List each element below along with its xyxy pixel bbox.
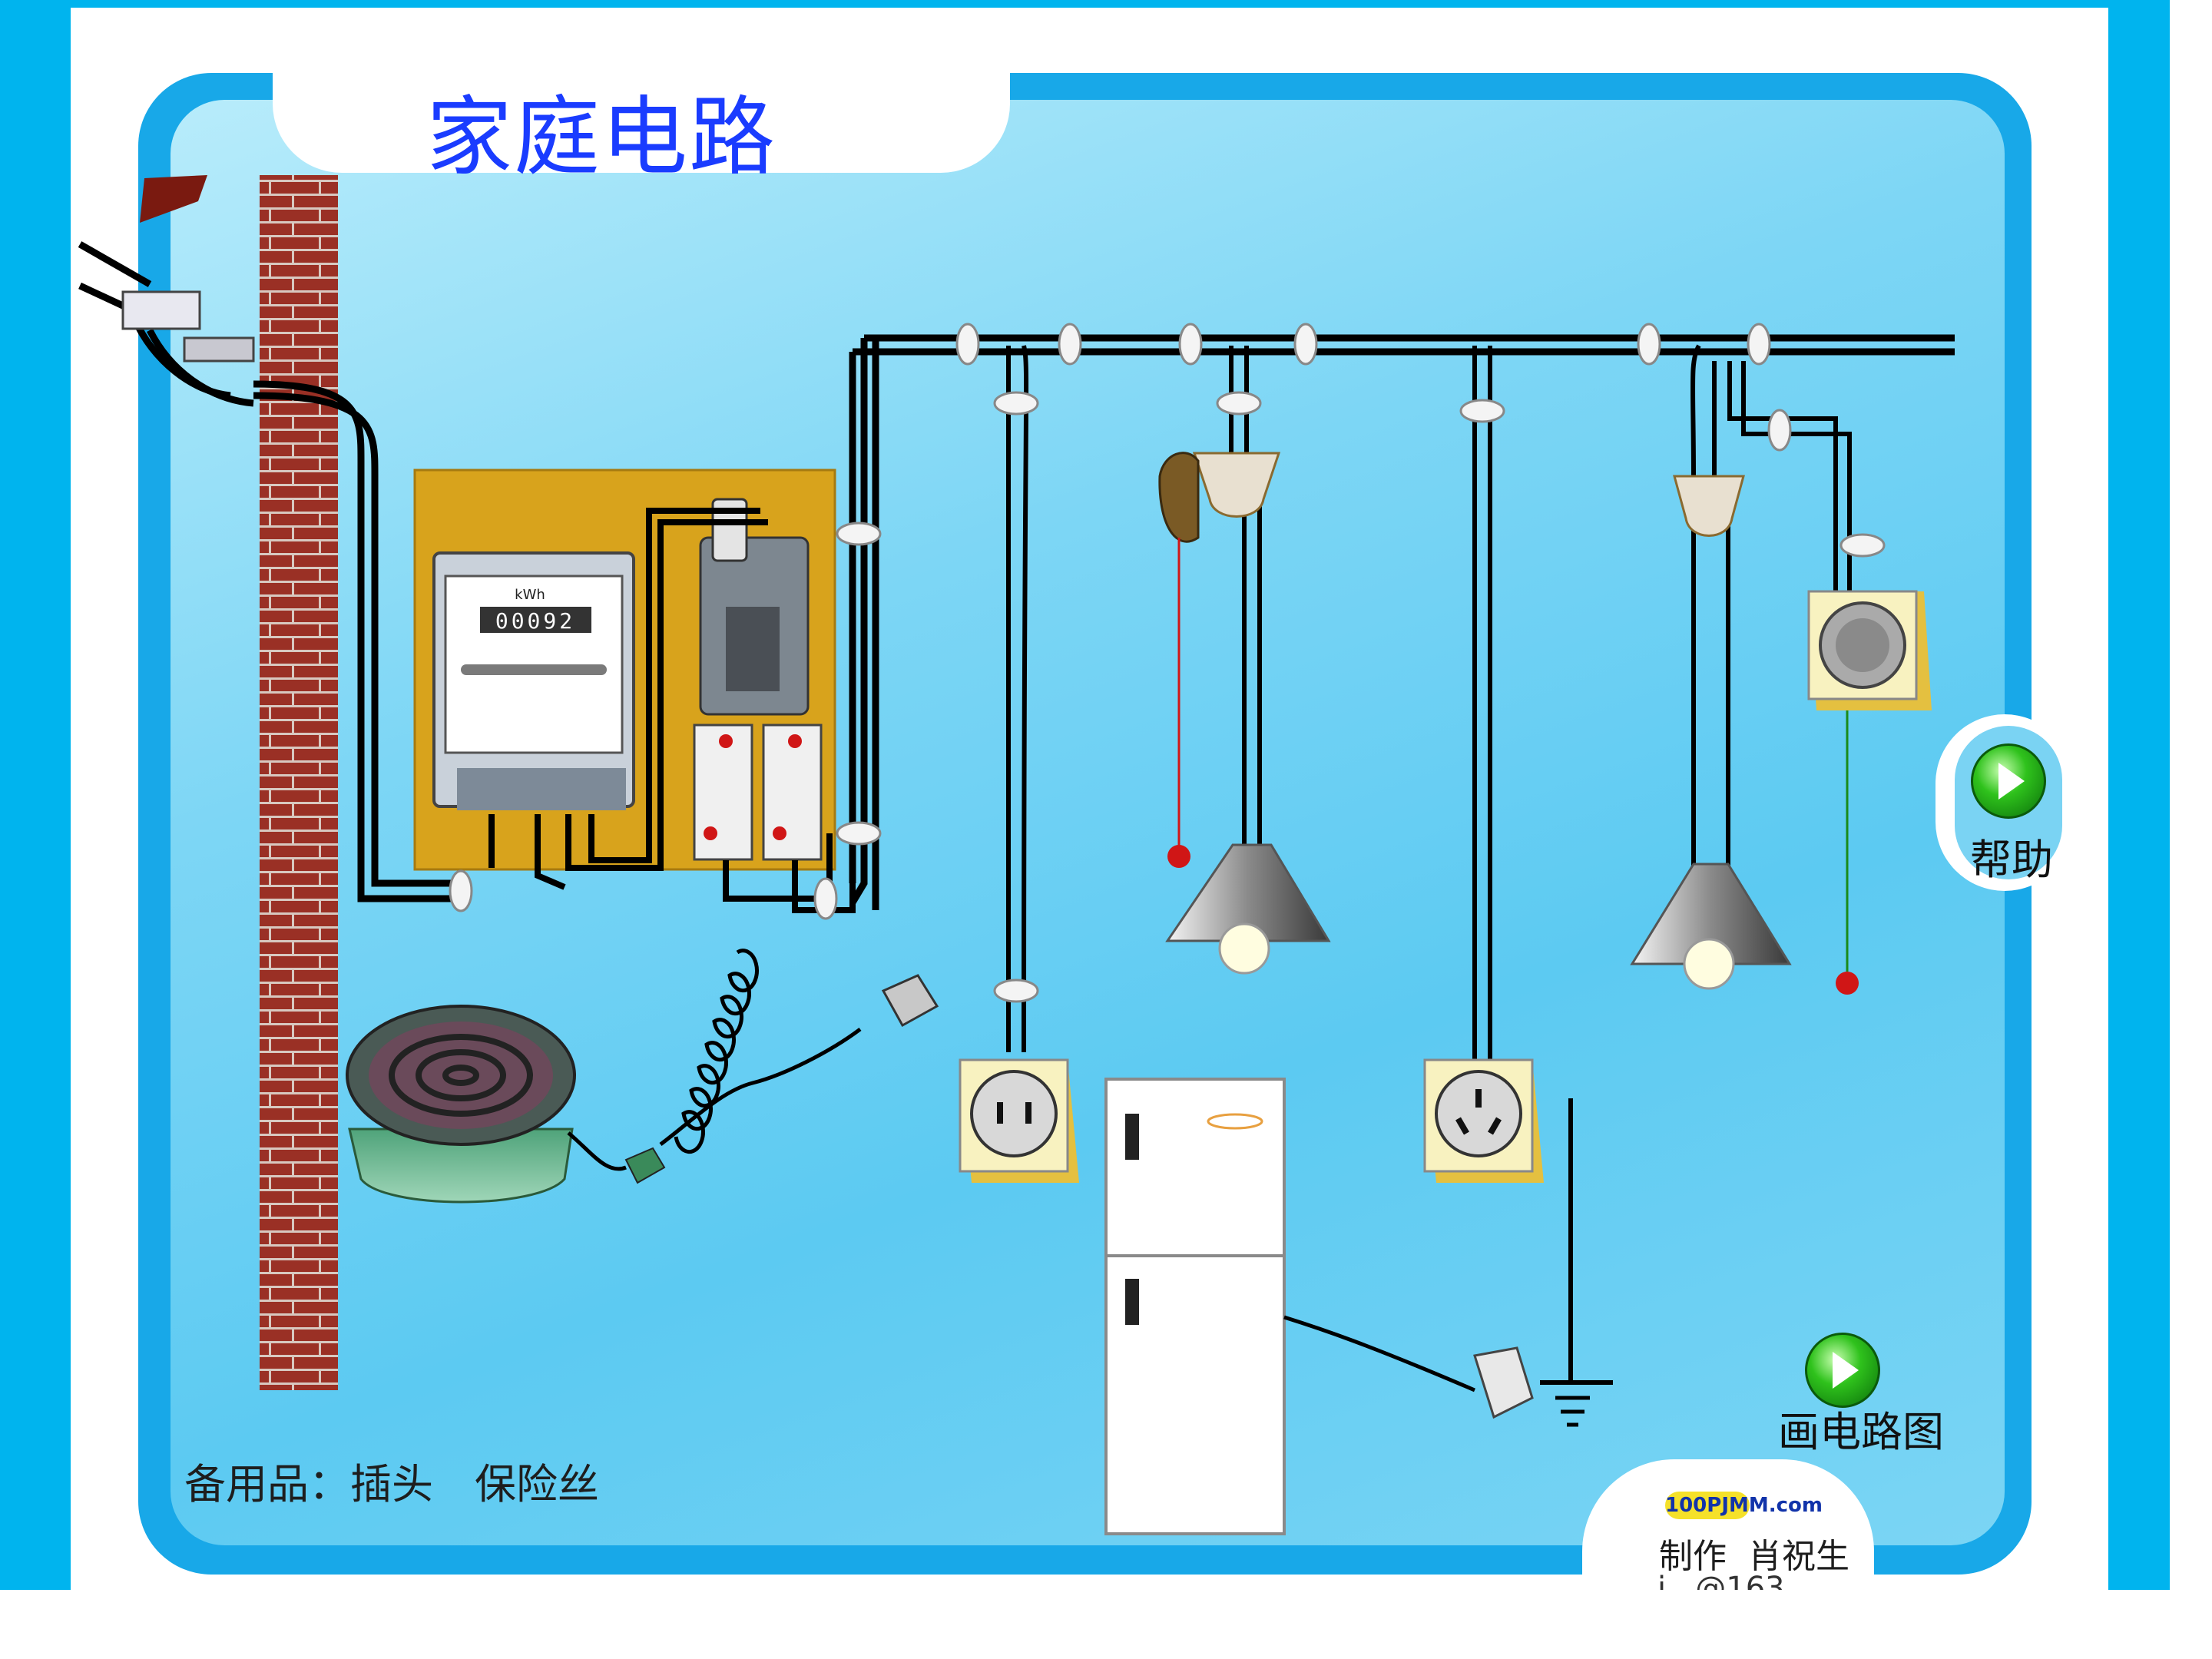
ceiling-switch[interactable] (1807, 590, 1932, 710)
credit-tab (1582, 1459, 1874, 1590)
stove-cord (567, 949, 862, 1171)
pull-knob-right[interactable] (1836, 972, 1859, 995)
play-icon (1833, 1352, 1859, 1389)
title-tab (273, 58, 1010, 173)
meter-reading: 00092 (495, 608, 575, 634)
lamp-shade-left[interactable] (1165, 843, 1331, 975)
page-title: 家庭电路 (426, 88, 777, 187)
board-wiring (488, 508, 856, 913)
author-email: i...@163 (1657, 1571, 1785, 1590)
site-logo: 100PJMM.com (1665, 1492, 1823, 1519)
pull-knob-left[interactable] (1167, 845, 1190, 868)
insulator-bracket (121, 290, 201, 330)
knife-switch (699, 498, 810, 716)
lamp-holders (1158, 452, 1745, 543)
pole-to-meter-wires (253, 380, 461, 902)
electric-stove[interactable] (346, 1005, 576, 1204)
wall-socket-two-pin[interactable] (959, 1058, 1079, 1183)
wall-clamp (183, 336, 255, 363)
draw-circuit-label[interactable]: 画电路图 (1778, 1408, 1944, 1456)
frame-right (2108, 0, 2170, 1590)
help-label[interactable]: 帮助 (1970, 836, 2053, 884)
fuse-boxes (693, 724, 823, 861)
draw-circuit-button[interactable] (1805, 1333, 1880, 1408)
frame-left (0, 0, 71, 1590)
meter-unit: kWh (515, 587, 545, 603)
help-button[interactable] (1971, 743, 2046, 819)
lamp-shade-right[interactable] (1630, 863, 1792, 990)
author-credit: 制作 肖祝生 (1659, 1537, 1849, 1576)
main-lines (849, 334, 1955, 910)
play-icon (1998, 763, 2025, 800)
spare-parts-label: 备用品：插头 保险丝 (184, 1460, 599, 1508)
wire-insulators (449, 323, 1886, 1003)
frame-top (0, 0, 2170, 8)
electric-meter (432, 551, 635, 810)
roof-piece (140, 175, 207, 223)
brick-wall (260, 175, 338, 1390)
ground-symbol (1555, 1396, 1590, 1427)
stove-plug[interactable] (624, 974, 939, 1184)
wall-socket-three-pin[interactable] (1423, 1058, 1544, 1183)
fridge-plug[interactable] (1473, 1346, 1534, 1419)
refrigerator[interactable] (1104, 1078, 1286, 1535)
fridge-cord (1283, 1315, 1475, 1392)
